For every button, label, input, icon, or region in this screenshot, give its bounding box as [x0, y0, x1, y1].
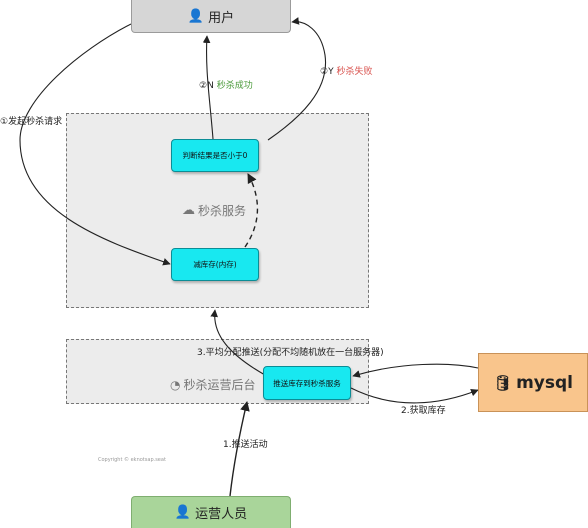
edge-seckill-request — [19, 23, 171, 266]
edge-distribute — [210, 309, 266, 376]
pie-chart-icon: ◔ — [170, 377, 181, 392]
edge-push-activity — [229, 401, 250, 497]
push-stock-node: 推送库存到秒杀服务 — [263, 366, 351, 400]
edge-label-get-stock: 2.获取库存 — [401, 406, 446, 416]
reduce-stock-node: 减库存(内存) — [171, 248, 259, 281]
mysql-node: 🛢 mysql — [478, 353, 588, 412]
edge-label-success: ②N 秒杀成功 — [199, 81, 253, 91]
edge-success — [202, 35, 214, 140]
edge-mysql-to-push — [352, 363, 479, 378]
database-icon: 🛢 — [493, 373, 513, 392]
edge-label-seckill-request: ①发起秒杀请求 — [0, 117, 63, 127]
judge-result-node: 判断结果是否小于0 — [171, 139, 259, 172]
edge-label-push-activity: 1.推送活动 — [223, 440, 268, 450]
copyright-text: Copyright © eknotsap.seat — [98, 457, 166, 463]
edge-label-distribute: 3.平均分配推送(分配不均随机放在一台服务器) — [197, 348, 384, 358]
edge-fail — [267, 17, 327, 141]
user-node: 👤 用户 — [131, 0, 291, 33]
cloud-icon: ☁ — [182, 203, 195, 218]
person-icon: 👤 — [174, 505, 192, 520]
ops-node: 👤 运营人员 — [131, 496, 291, 528]
person-icon: 👤 — [187, 8, 205, 24]
edge-get-stock — [350, 387, 479, 404]
edge-label-fail: ②Y 秒杀失败 — [320, 67, 373, 77]
seckill-admin-label: ◔ 秒杀运营后台 — [170, 377, 256, 393]
edge-reduce-to-judge — [244, 173, 259, 248]
seckill-service-label: ☁ 秒杀服务 — [182, 203, 247, 218]
